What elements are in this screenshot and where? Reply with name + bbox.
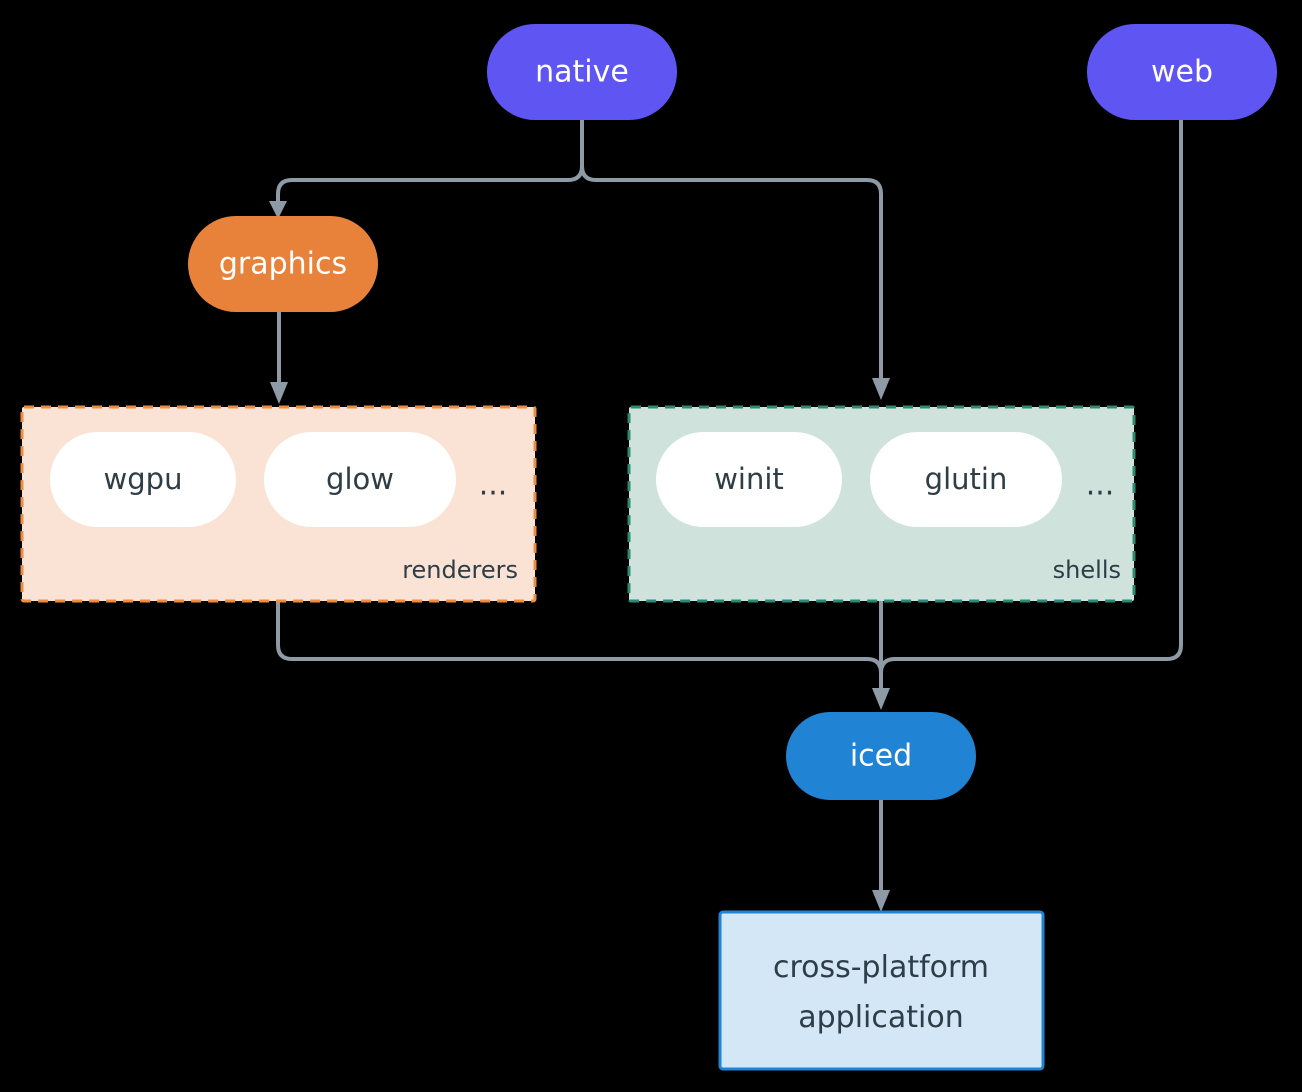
pill-shape-glow [264,432,456,527]
pill-label-wgpu: wgpu [104,462,183,496]
pill-shape-glutin [870,432,1062,527]
renderers-pill-wgpu[interactable]: wgpu [50,432,236,527]
pill-shape-winit [656,432,842,527]
node-native[interactable]: native [487,24,677,120]
arrow-iced-to-application [872,890,890,912]
node-shape-web [1087,24,1277,120]
arrow-native-to-graphics [269,201,287,219]
arrow-merge-to-iced [872,688,890,710]
pill-label-glutin: glutin [925,462,1008,496]
pill-label-winit: winit [714,462,784,496]
arrow-native-to-shells [872,378,890,400]
node-shape-native [487,24,677,120]
edge-web-to-iced [879,120,1183,692]
shells-pill-winit[interactable]: winit [656,432,842,527]
node-label-application-line1: cross-platform [773,950,989,985]
node-iced[interactable]: iced [786,712,976,800]
arrow-graphics-to-renderers [270,382,288,404]
shells-caption: shells [1053,556,1121,584]
node-graphics[interactable]: graphics [188,216,378,312]
node-label-application-line2: application [798,1000,963,1035]
node-shape-application [718,910,1045,1071]
node-label-graphics: graphics [219,247,347,282]
node-shape-iced [786,712,976,800]
edge-renderers-to-iced [276,601,883,692]
node-label-web: web [1151,55,1213,90]
renderers-ellipsis: ... [479,468,508,503]
group-renderers[interactable]: wgpu glow ... renderers [20,405,537,603]
node-shape-graphics [188,216,378,312]
renderers-caption: renderers [402,556,518,584]
shells-pill-glutin[interactable]: glutin [870,432,1062,527]
edge-native-to-shells [580,120,883,382]
pill-shape-wgpu [50,432,236,527]
node-application[interactable]: cross-platform application [718,910,1045,1071]
renderers-pill-glow[interactable]: glow [264,432,456,527]
node-label-native: native [535,55,629,90]
shells-ellipsis: ... [1086,468,1115,503]
edges-layer [269,120,1183,912]
node-web[interactable]: web [1087,24,1277,120]
edge-native-to-graphics [276,120,584,205]
group-shells[interactable]: winit glutin ... shells [627,405,1136,603]
node-label-iced: iced [850,739,912,774]
pill-label-glow: glow [326,462,394,496]
